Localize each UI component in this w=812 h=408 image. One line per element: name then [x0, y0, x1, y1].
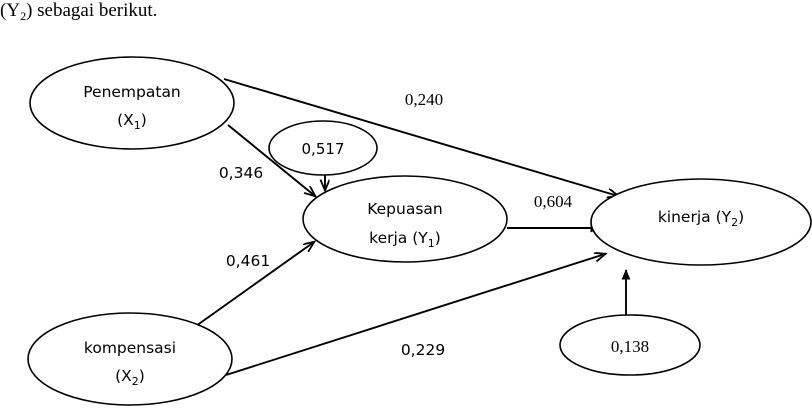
node-kinerja-y2-subscript: 2 [731, 216, 738, 229]
node-penempatan-x1-subscript: 1 [134, 119, 141, 132]
node-kinerja-y2-label: kinerja (Y2) [658, 208, 744, 229]
node-residual-0517-label: 0,517 [302, 140, 345, 158]
caption-prefix: (Y [0, 0, 21, 21]
node-kompensasi-x2-label-close: ) [139, 367, 145, 385]
node-penempatan-x1-label-line2: (X1) [117, 111, 147, 132]
node-kompensasi-x2-label-open: (X [115, 367, 132, 385]
node-residual-0138[interactable]: 0,138 [559, 314, 701, 376]
node-kepuasan-kerja-y1[interactable]: Kepuasan kerja (Y1) [302, 175, 508, 263]
node-kinerja-y2-ellipse [590, 178, 812, 266]
edge-x2-to-y2 [225, 254, 605, 376]
node-residual-0517-ellipse [268, 120, 378, 176]
node-kinerja-y2[interactable]: kinerja (Y2) [590, 178, 812, 266]
node-penempatan-x1-label-close: ) [141, 111, 147, 129]
node-kinerja-y2-label-close: ) [738, 208, 744, 226]
edge-label-x2-to-y1: 0,461 [226, 252, 270, 270]
node-residual-0138-label: 0,138 [611, 337, 649, 356]
edge-x1-to-y2 [223, 78, 618, 196]
node-penempatan-x1-label-open: (X [117, 111, 134, 129]
node-kepuasan-kerja-y1-label-line2: kerja (Y1) [369, 229, 441, 250]
node-kepuasan-kerja-y1-label-open: kerja (Y [369, 229, 428, 247]
edge-label-y1-to-y2: 0,604 [534, 192, 573, 211]
node-kompensasi-x2-subscript: 2 [132, 375, 139, 388]
node-kompensasi-x2-label-line1: kompensasi [84, 339, 176, 357]
node-kompensasi-x2-label-line2: (X2) [115, 367, 145, 388]
caption-suffix: ) sebagai berikut. [26, 0, 158, 21]
node-penempatan-x1[interactable]: Penempatan (X1) [29, 56, 235, 150]
node-kompensasi-x2-ellipse [27, 312, 233, 406]
node-kompensasi-x2[interactable]: kompensasi (X2) [27, 312, 233, 406]
node-kinerja-y2-label-open: kinerja (Y [658, 208, 732, 226]
edge-label-x1-to-y2: 0,240 [405, 90, 443, 109]
edge-x1-to-y1 [227, 124, 315, 196]
caption-subscript: 2 [20, 9, 27, 23]
edge-x2-to-y1 [195, 242, 314, 327]
node-penempatan-x1-ellipse [29, 56, 235, 150]
node-kepuasan-kerja-y1-ellipse [302, 175, 508, 263]
node-penempatan-x1-label-line1: Penempatan [83, 83, 181, 101]
node-residual-0138-ellipse [559, 314, 701, 376]
node-kepuasan-kerja-y1-label-close: ) [435, 229, 441, 247]
page-caption: (Y2) sebagai berikut. [0, 0, 500, 25]
edge-label-x2-to-y2: 0,229 [401, 341, 445, 359]
edge-label-x1-to-y1: 0,346 [219, 164, 263, 182]
node-residual-0517[interactable]: 0,517 [268, 120, 378, 176]
node-kepuasan-kerja-y1-subscript: 1 [428, 237, 435, 250]
node-kepuasan-kerja-y1-label-line1: Kepuasan [367, 200, 443, 218]
